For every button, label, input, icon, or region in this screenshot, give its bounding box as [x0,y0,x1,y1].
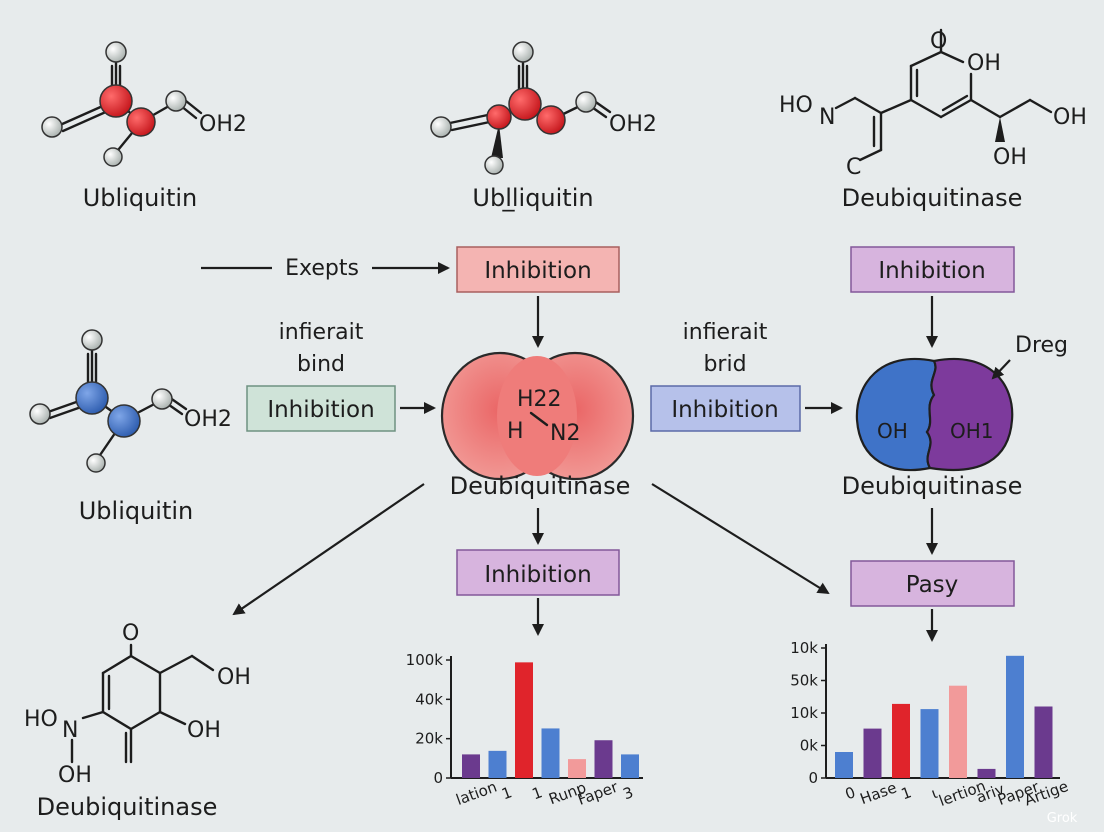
caption-deubiquitinase-top: Deubiquitinase [842,184,1023,212]
arrow [651,483,830,595]
bar [949,685,967,778]
atom-label: OH [217,665,251,690]
inhibition-box-bottom-center: Inhibition [456,549,620,596]
enzyme-center: H22 H N2 Deubiquitinase [440,351,635,500]
atom-label: O [122,621,139,646]
atom-label: N [819,105,835,130]
bar [488,750,507,778]
bar [621,754,639,778]
side-label-right-1: infierait [683,320,768,345]
formula-label: H [507,419,524,444]
bar [892,703,910,778]
bar [835,752,853,778]
y-tick-label: 40k [415,690,443,708]
x-tick-label: 1 [530,783,545,803]
bar [515,662,533,778]
bar [920,709,939,778]
formula-label: H22 [517,387,562,412]
y-tick-label: 10k [790,704,818,722]
arrow [232,483,425,616]
y-tick-label: 10k [790,639,818,657]
y-tick-label: 0 [433,769,443,787]
caption-ubliquitin-2: Ubl̲liquitin [472,184,593,212]
exepts-flow: Exepts [201,256,450,281]
enzyme-left-label: OH [877,419,908,443]
inhibition-box-top-right: Inhibition [850,246,1015,293]
bar [863,728,882,778]
box-label: Pasy [906,572,959,598]
side-label-left-2: bind [297,352,345,377]
y-tick-label: 20k [415,730,443,748]
atom-label: OH [1053,105,1087,130]
box-label: Inhibition [878,258,985,284]
formula-label: N2 [550,421,580,446]
box-label: Inhibition [484,258,591,284]
molecule-mid-left: OH2 Ubliquitin [29,329,232,525]
box-label: Inhibition [267,397,374,423]
caption-deubiquitinase-right: Deubiquitinase [842,472,1023,500]
bar [1034,706,1053,778]
box-label: Inhibition [484,562,591,588]
y-tick-label: 0k [800,737,819,755]
molecule-top-center: OH2 Ubl̲liquitin [430,41,657,212]
atom-label: HO [24,707,58,732]
bar [462,754,480,778]
bar [594,740,613,778]
enzyme-right-label: OH1 [950,419,994,443]
x-tick-label: lation [454,778,500,809]
box-label: Inhibition [671,397,778,423]
bar [541,728,560,778]
caption-ubliquitin-1: Ubliquitin [83,184,198,212]
side-label-left-1: infierait [279,320,364,345]
drug-arrow [991,359,1011,380]
atom-label: O [930,29,947,54]
bar [568,759,586,778]
group-label: OH2 [184,407,232,432]
caption-ubliquitin-3: Ubliquitin [79,497,194,525]
enzyme-right: OH OH1 Deubiquitinase [842,358,1023,500]
bar [977,768,996,778]
side-label-right-2: brid [703,352,746,377]
y-tick-label: 50k [790,672,818,690]
atom-label: OH [993,145,1027,170]
watermark: Grok [1047,811,1078,826]
atom-label: OH [187,718,221,743]
x-tick-label: 1 [499,783,514,803]
drug-label: Dreg [1015,333,1068,358]
group-label: OH2 [199,112,247,137]
atom-label: C [846,155,861,180]
molecule-bottom-left: O OH OH HO N OH Deubiquitinase [24,621,251,821]
atom-label: N [62,718,78,743]
atom-label: OH [58,763,92,788]
group-label: OH2 [609,112,657,137]
x-tick-label: 3 [621,783,636,803]
inhibition-box-mid-right: Inhibition [650,385,801,432]
y-tick-label: 0 [808,769,818,787]
caption-deubiquitinase-bottom: Deubiquitinase [37,793,218,821]
inhibition-box-mid-left: Inhibition [246,385,396,432]
exepts-label: Exepts [285,256,359,281]
caption-deubiquitinase-center: Deubiquitinase [450,472,631,500]
x-tick-label: 0 [843,783,858,803]
atom-label: HO [779,93,813,118]
y-tick-label: 100k [406,651,444,669]
x-tick-label: 1 [899,783,914,803]
x-tick-label: ι [929,784,940,803]
x-tick-label: Hase [858,778,899,808]
atom-label: OH [967,51,1001,76]
inhibition-box-top-center: Inhibition [456,246,620,293]
molecule-top-right: O OH HO N C OH OH Deubiquitinase [779,28,1087,212]
pasy-box-bottom-right: Pasy [850,560,1015,607]
molecule-top-left: OH2 Ubliquitin [41,41,247,212]
bar [1006,655,1024,778]
